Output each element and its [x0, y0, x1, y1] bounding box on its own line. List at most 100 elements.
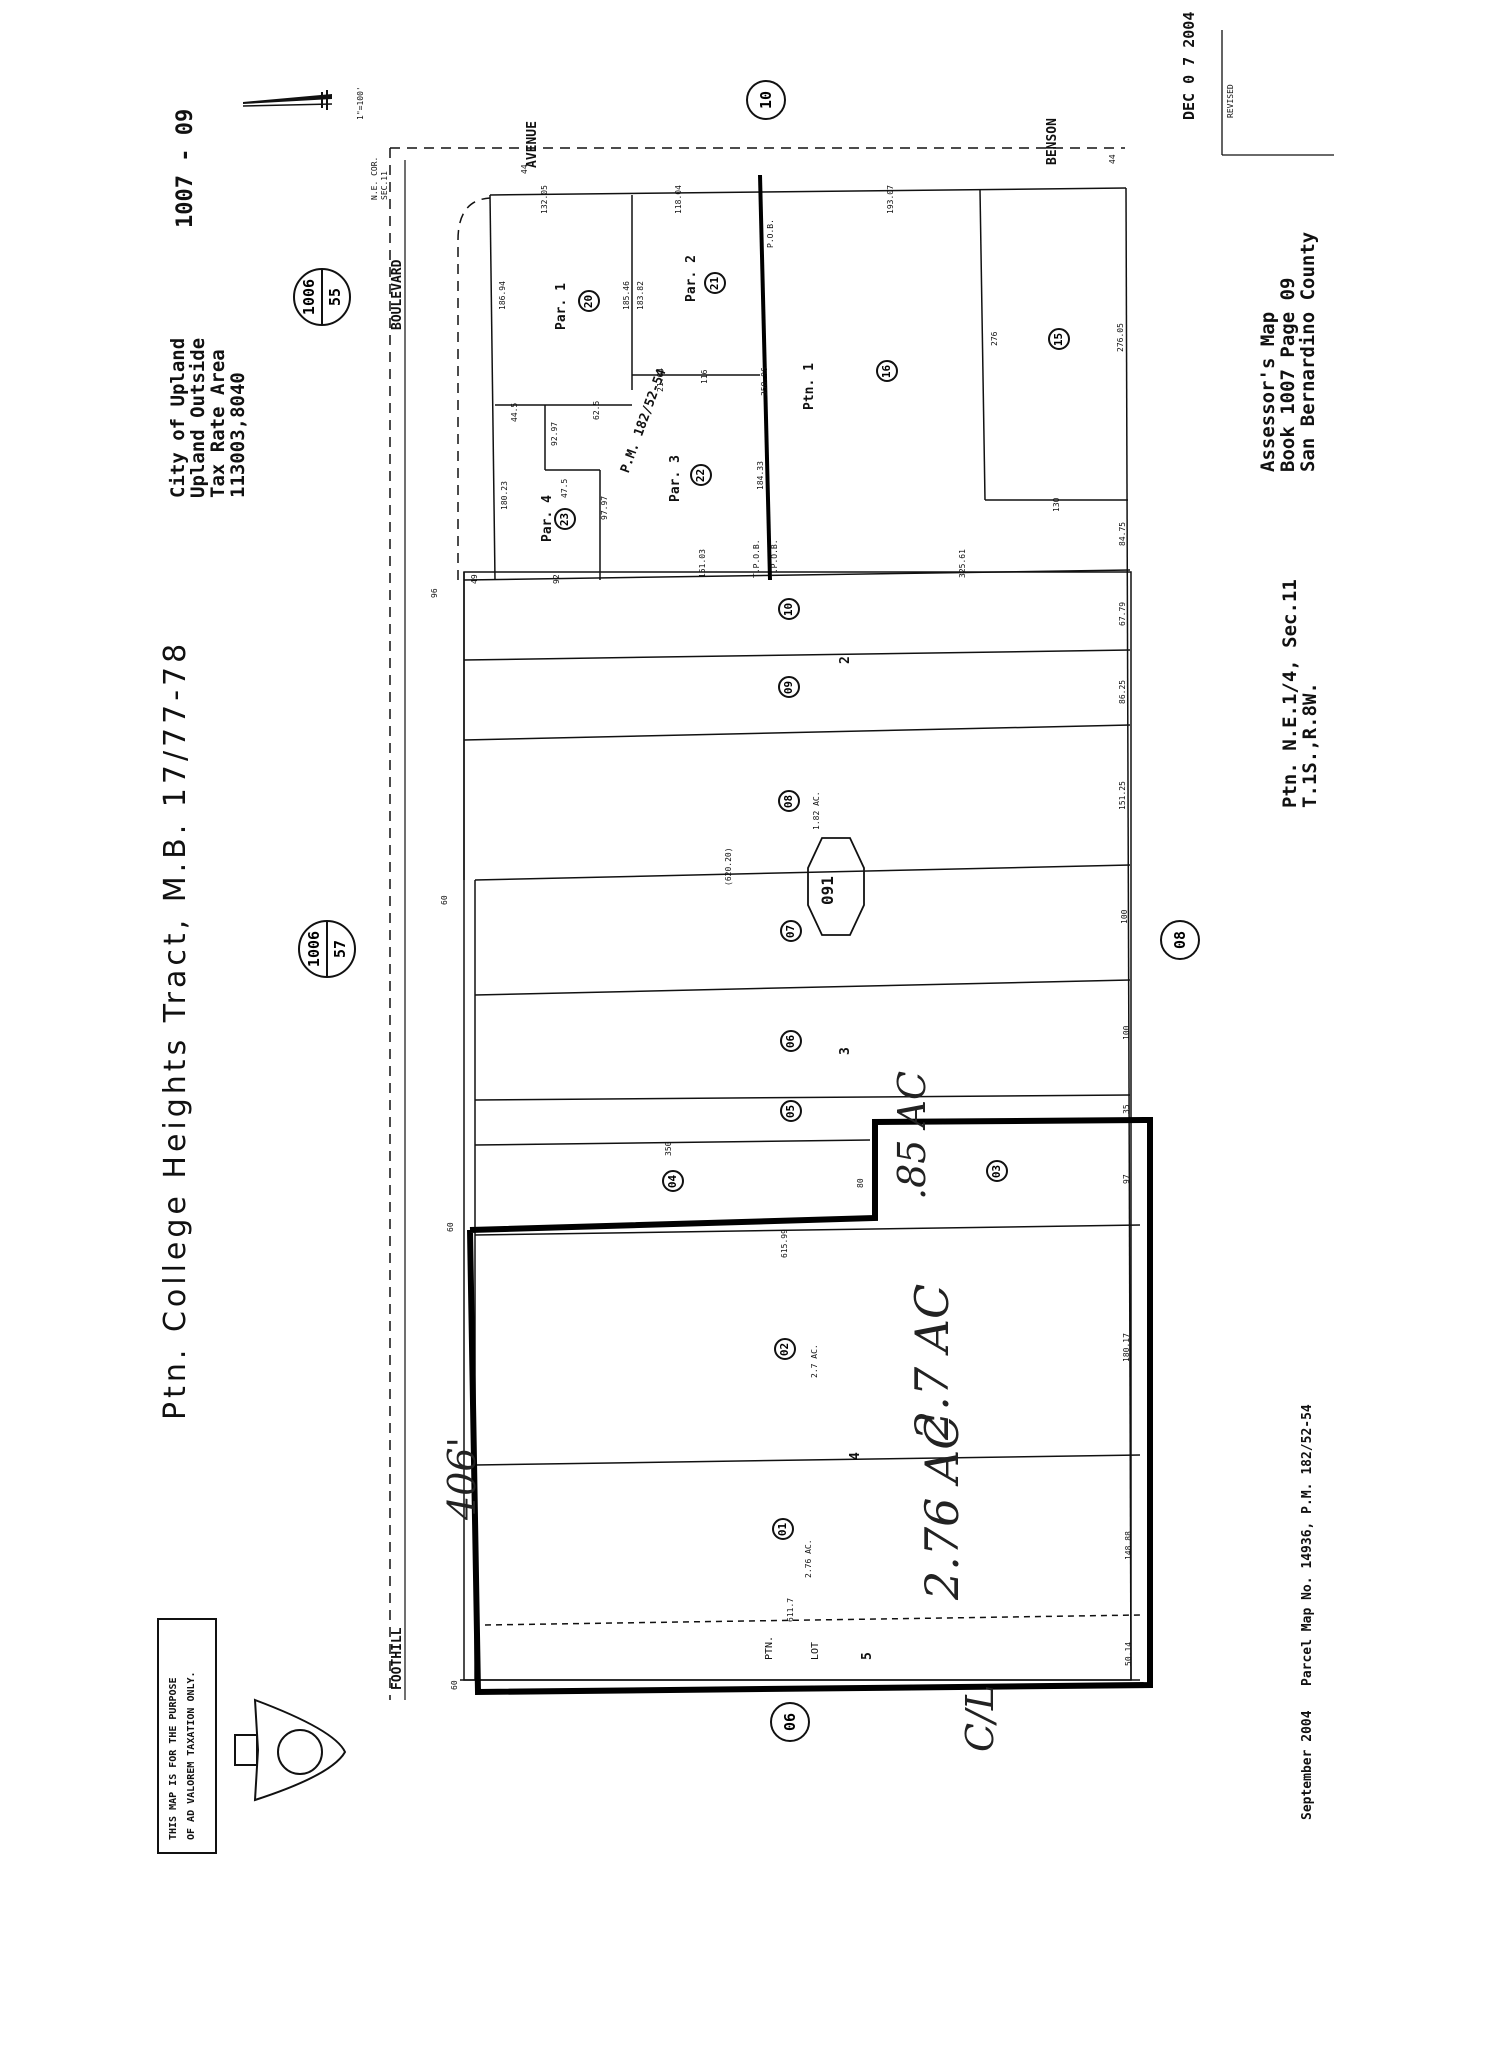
assessor-line-3: San Bernardino County [1297, 231, 1319, 472]
dimension: 47.5 [560, 478, 569, 498]
dimension: 96 [430, 588, 439, 598]
dimension: 276 [990, 331, 999, 346]
scale-label: 1"=100' [356, 86, 365, 120]
section-line-1: Ptn. N.E.1/4, Sec.11 [1279, 579, 1301, 808]
dimension: 35 [1122, 1104, 1131, 1114]
dimension: 67.79 [1118, 601, 1127, 626]
parcel-06: 06 [780, 1030, 802, 1052]
jurisdiction-line-3: Tax Rate Area [207, 349, 229, 498]
dimension: 80 [856, 1178, 865, 1188]
highlighted-boundary [467, 174, 1153, 1696]
jurisdiction-line-4: 113003,8040 [227, 372, 249, 498]
book-reference-mid: 1006 57 [298, 920, 356, 978]
parcel-label-par-1: Par. 1 [554, 283, 569, 330]
parcel-07: 07 [780, 920, 802, 942]
map-date: September 2004 [1300, 1710, 1315, 1820]
dimension: 148.88 [1124, 1531, 1133, 1560]
adjoining-map-06: 06 [770, 1702, 810, 1742]
acreage-02: 2.7 AC. [810, 1344, 819, 1378]
disclaimer-box [157, 1618, 217, 1854]
dimension: 130 [1052, 497, 1061, 512]
parcel-label-par-2: Par. 2 [684, 255, 699, 302]
parcel-16: 16 [876, 360, 898, 382]
parcel-label-par-4: Par. 4 [540, 495, 555, 542]
dimension: 97 [1122, 1174, 1131, 1184]
dimension: 185.46 [622, 281, 631, 310]
dimension: 193.07 [886, 185, 895, 214]
parcel-15: 15 [1048, 328, 1070, 350]
dimension: 44.5 [510, 402, 519, 422]
tpob-label: T.P.O.B. [770, 539, 779, 578]
map-title: Ptn. College Heights Tract, M.B. 17/77-7… [158, 639, 193, 1420]
jurisdiction-line-1: City of Upland [167, 337, 189, 498]
acreage-01: 2.76 AC. [804, 1539, 813, 1578]
handwritten-centerline: C/L [958, 1684, 1002, 1752]
dimension: (620.20) [724, 847, 733, 886]
dimension: 100 [1120, 909, 1129, 924]
dimension: 60 [450, 1680, 459, 1690]
dimension: 180.17 [1122, 1333, 1131, 1362]
revised-label: REVISED [1226, 84, 1235, 118]
parcel-04: 04 [662, 1170, 684, 1192]
parcel-22: 22 [690, 464, 712, 486]
dimension: 50.14 [1124, 1641, 1133, 1666]
street-foothill: FOOTHILL [390, 1627, 405, 1690]
dimension: 615.99 [780, 1229, 789, 1258]
lot-number-4: 4 [848, 1452, 863, 1460]
dimension: 611.7 [786, 1597, 795, 1622]
parcel-09: 09 [778, 676, 800, 698]
street-lines [389, 147, 1125, 1700]
lot-number-5: 5 [860, 1652, 875, 1660]
handwritten-frontage-406: 406' [440, 1437, 484, 1520]
block-marker [807, 837, 865, 936]
section-line-2: T.1S.,R.8W. [1299, 682, 1321, 808]
dimension: 60 [446, 1222, 455, 1232]
dimension: 276.05 [1116, 323, 1125, 352]
lot-number-3: 3 [838, 1047, 853, 1055]
adjoining-map-08: 08 [1160, 920, 1200, 960]
dimension: 184.33 [756, 461, 765, 490]
jurisdiction-line-2: Upland Outside [187, 337, 209, 498]
dimension: 21.64 [656, 367, 665, 392]
dimension: 100 [1122, 1025, 1131, 1040]
dimension: 116 [700, 369, 709, 384]
parcel-03: 03 [986, 1160, 1008, 1182]
assessor-line-1: Assessor's Map [1257, 311, 1279, 472]
assessor-line-2: Book 1007 Page 09 [1277, 277, 1299, 472]
adjoining-map-10: 10 [746, 80, 786, 120]
parcel-05: 05 [780, 1100, 802, 1122]
parcel-21: 21 [704, 272, 726, 294]
dimension: 180.23 [500, 481, 509, 510]
handwritten-acreage-276: 2.76 AC [915, 1414, 969, 1600]
ne-corner-label-1: N.E. COR. [370, 156, 379, 200]
dimension: 60 [440, 895, 449, 905]
dimension: 186.94 [498, 281, 507, 310]
revised-date-stamp: DEC 0 7 2004 [1180, 11, 1198, 120]
dimension: 350 [664, 1141, 673, 1156]
dimension: 49 [470, 574, 479, 584]
pob-label: P.O.B. [766, 219, 775, 248]
dimension: 151.03 [698, 549, 707, 578]
handwritten-acreage-85: .85 AC [890, 1070, 934, 1200]
lot-label: LOT [810, 1641, 821, 1660]
disclaimer-line-2: OF AD VALOREM TAXATION ONLY. [186, 1671, 197, 1840]
parcel-map-reference: Parcel Map No. 14936, P.M. 182/52-54 [1300, 1404, 1315, 1686]
dimension: 62.5 [592, 400, 601, 420]
parcel-label-ptn-1: Ptn. 1 [802, 363, 817, 410]
north-arrow-icon [242, 90, 333, 110]
street-benson: BENSON [1045, 118, 1060, 165]
parcel-label-par-3: Par. 3 [668, 455, 683, 502]
dimension: 92 [552, 574, 561, 584]
dimension: 183.82 [636, 281, 645, 310]
parcel-02: 02 [774, 1338, 796, 1360]
dimension: 44 [1108, 154, 1117, 164]
ne-corner-label-2: SEC.11 [380, 171, 389, 200]
dimension: 132.05 [540, 185, 549, 214]
block-number: 091 [818, 876, 837, 905]
dimension: 325.61 [958, 549, 967, 578]
map-number: 1007 - 09 [173, 108, 198, 228]
parcel-01: 01 [772, 1518, 794, 1540]
dimension: 97.97 [600, 495, 609, 520]
dimension: 118.04 [674, 185, 683, 214]
